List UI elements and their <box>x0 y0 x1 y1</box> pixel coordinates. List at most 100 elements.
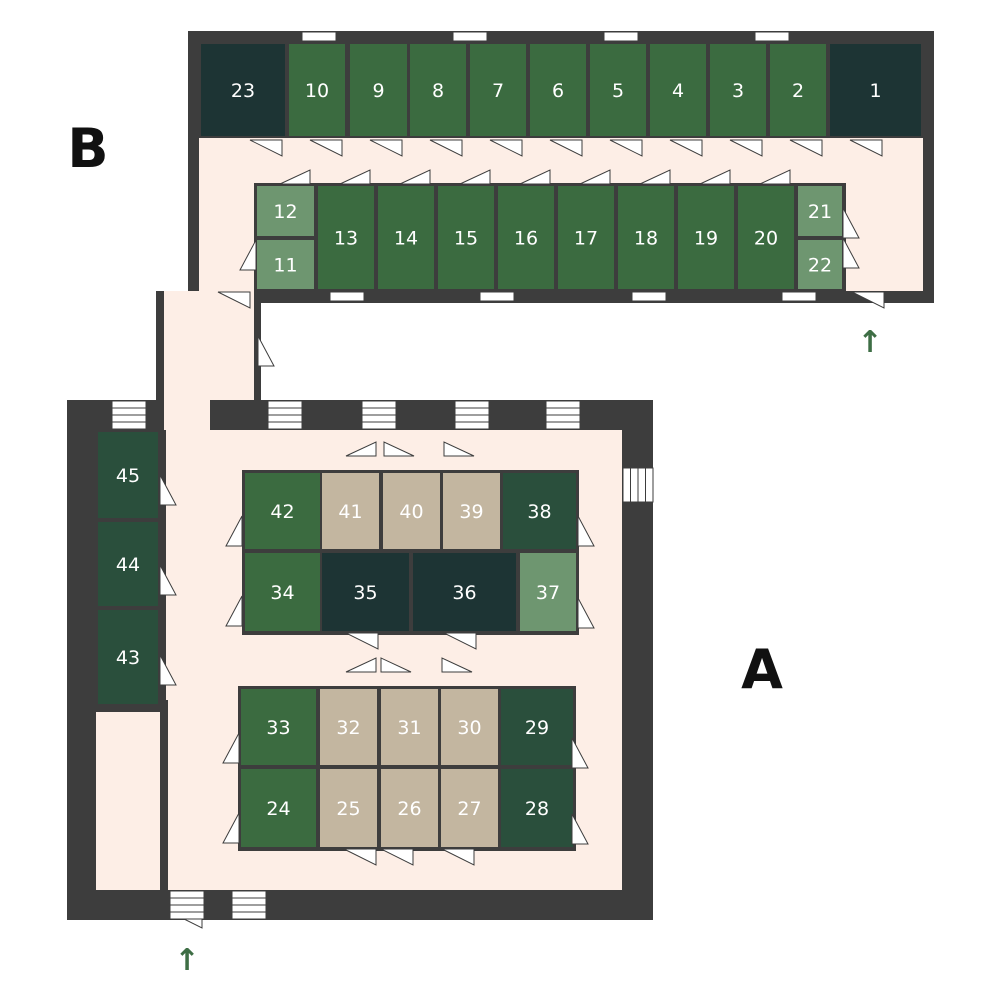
storage-unit-number: 36 <box>452 582 476 604</box>
storage-unit-37[interactable]: 37 <box>520 553 576 631</box>
storage-unit-16[interactable]: 16 <box>498 186 554 289</box>
storage-unit-fill <box>558 186 614 289</box>
door-swing <box>699 169 731 185</box>
door-swing <box>849 139 883 157</box>
connector-corridor <box>156 291 261 406</box>
window-icon <box>631 291 667 302</box>
door-swing <box>577 515 595 547</box>
door-swing <box>343 848 377 866</box>
door-swing <box>443 441 475 457</box>
storage-unit-number: 20 <box>754 228 778 250</box>
storage-unit-25[interactable]: 25 <box>320 769 377 847</box>
storage-unit-35[interactable]: 35 <box>322 553 409 631</box>
storage-unit-33[interactable]: 33 <box>241 689 316 765</box>
door-swing <box>345 441 377 457</box>
storage-unit-fill <box>443 473 500 549</box>
storage-unit-30[interactable]: 30 <box>441 689 498 765</box>
storage-unit-3[interactable]: 3 <box>710 44 766 136</box>
door-swing <box>399 169 431 185</box>
door-swing <box>443 632 477 650</box>
storage-unit-number: 33 <box>266 717 290 739</box>
storage-unit-fill <box>441 769 498 847</box>
storage-unit-number: 1 <box>869 80 881 102</box>
storage-unit-41[interactable]: 41 <box>322 473 379 549</box>
storage-unit-5[interactable]: 5 <box>590 44 646 136</box>
storage-unit-36[interactable]: 36 <box>413 553 516 631</box>
storage-unit-fill <box>798 186 842 236</box>
storage-unit-24[interactable]: 24 <box>241 769 316 847</box>
storage-unit-9[interactable]: 9 <box>350 44 407 136</box>
door-swing <box>222 732 240 764</box>
storage-unit-number: 5 <box>612 80 624 102</box>
door-swing <box>339 169 371 185</box>
storage-unit-fill <box>318 186 374 289</box>
window-icon <box>603 31 639 42</box>
storage-unit-21[interactable]: 21 <box>798 186 842 236</box>
storage-unit-fill <box>501 769 573 847</box>
storage-unit-fill <box>498 186 554 289</box>
storage-unit-fill <box>322 473 379 549</box>
storage-unit-4[interactable]: 4 <box>650 44 706 136</box>
storage-unit-39[interactable]: 39 <box>443 473 500 549</box>
entrance-arrow-b-icon: ↑ <box>857 325 882 360</box>
storage-unit-7[interactable]: 7 <box>470 44 526 136</box>
storage-unit-6[interactable]: 6 <box>530 44 586 136</box>
storage-unit-number: 11 <box>273 255 297 277</box>
storage-unit-number: 34 <box>270 582 294 604</box>
storage-unit-fill <box>830 44 921 136</box>
storage-unit-fill <box>381 689 438 765</box>
storage-unit-40[interactable]: 40 <box>383 473 440 549</box>
storage-unit-14[interactable]: 14 <box>378 186 434 289</box>
storage-unit-number: 27 <box>457 798 481 820</box>
storage-unit-fill <box>257 240 314 289</box>
storage-unit-29[interactable]: 29 <box>501 689 573 765</box>
window-icon <box>169 890 205 920</box>
storage-unit-42[interactable]: 42 <box>245 473 320 549</box>
storage-unit-17[interactable]: 17 <box>558 186 614 289</box>
storage-unit-15[interactable]: 15 <box>438 186 494 289</box>
window-frame <box>754 31 790 42</box>
storage-unit-32[interactable]: 32 <box>320 689 377 765</box>
storage-unit-1[interactable]: 1 <box>830 44 921 136</box>
door-swing <box>345 632 379 650</box>
storage-unit-fill <box>678 186 734 289</box>
storage-unit-fill <box>438 186 494 289</box>
storage-unit-34[interactable]: 34 <box>245 553 320 631</box>
storage-unit-number: 44 <box>116 554 140 576</box>
window-icon <box>479 291 515 302</box>
storage-unit-31[interactable]: 31 <box>381 689 438 765</box>
storage-unit-26[interactable]: 26 <box>381 769 438 847</box>
storage-unit-27[interactable]: 27 <box>441 769 498 847</box>
storage-unit-18[interactable]: 18 <box>618 186 674 289</box>
storage-unit-11[interactable]: 11 <box>257 240 314 289</box>
storage-unit-number: 39 <box>459 501 483 523</box>
storage-unit-44[interactable]: 44 <box>98 522 158 606</box>
door-swing <box>489 139 523 157</box>
storage-unit-2[interactable]: 2 <box>770 44 826 136</box>
storage-unit-45[interactable]: 45 <box>98 432 158 518</box>
storage-unit-43[interactable]: 43 <box>98 610 158 704</box>
storage-unit-number: 2 <box>792 80 804 102</box>
building-a-label: A <box>741 638 783 701</box>
door-swing <box>571 813 589 845</box>
storage-unit-8[interactable]: 8 <box>410 44 466 136</box>
window-icon <box>267 400 303 430</box>
storage-unit-38[interactable]: 38 <box>503 473 576 549</box>
storage-unit-22[interactable]: 22 <box>798 240 842 289</box>
window-frame <box>301 31 337 42</box>
storage-unit-fill <box>618 186 674 289</box>
door-swing <box>842 207 860 239</box>
storage-unit-20[interactable]: 20 <box>738 186 794 289</box>
storage-unit-12[interactable]: 12 <box>257 186 314 236</box>
door-swing <box>429 139 463 157</box>
storage-unit-13[interactable]: 13 <box>318 186 374 289</box>
storage-unit-10[interactable]: 10 <box>289 44 345 136</box>
door-swing <box>369 139 403 157</box>
storage-unit-28[interactable]: 28 <box>501 769 573 847</box>
door-swing <box>239 239 257 271</box>
storage-unit-number: 41 <box>338 501 362 523</box>
window-frame <box>631 291 667 302</box>
storage-unit-23[interactable]: 23 <box>201 44 285 136</box>
storage-unit-fill <box>201 44 285 136</box>
storage-unit-19[interactable]: 19 <box>678 186 734 289</box>
